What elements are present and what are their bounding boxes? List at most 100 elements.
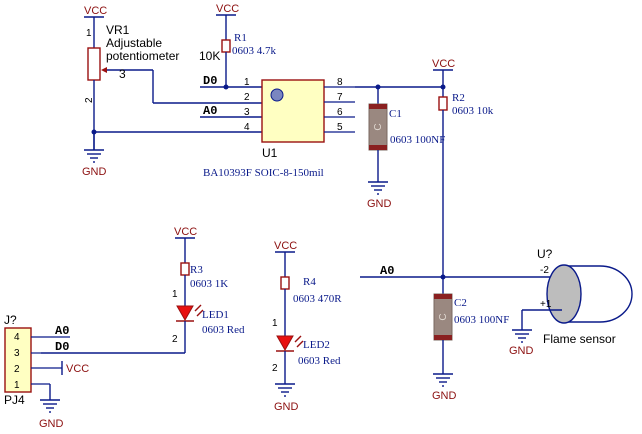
- c1-value: 0603 100NF: [390, 134, 445, 146]
- r3-value: 0603 1K: [190, 278, 228, 290]
- c1-ref: C1: [389, 108, 402, 120]
- u1-pin: 8: [337, 77, 343, 88]
- r3-led1-branch: VCC R3 0603 1K 1 2 LED1 0603 Red: [172, 226, 245, 353]
- gnd-vr1: GND: [82, 132, 107, 178]
- led1-pin2: 2: [172, 334, 178, 345]
- led1-ref: LED1: [202, 309, 229, 321]
- gnd-label: GND: [82, 166, 107, 178]
- gnd-label: GND: [432, 390, 457, 402]
- u1-pin1-marker: [270, 88, 284, 102]
- pj4-ref-bottom: PJ4: [4, 393, 25, 407]
- gnd-led2: GND: [274, 383, 299, 413]
- u1-body: [261, 79, 325, 143]
- u1-part: BA10393F SOIC-8-150mil: [203, 167, 324, 179]
- gnd-label: GND: [274, 401, 299, 413]
- junction: [440, 274, 446, 280]
- r3-body: [180, 262, 190, 276]
- u1-comparator: 1 2 3 4 8 7 6 5 U1 BA10393F SOIC-8-150mi…: [203, 77, 355, 179]
- c2-body-label: C: [438, 313, 449, 320]
- c1-capacitor: C C1 0603 100NF: [368, 87, 445, 182]
- vr1-desc-line2: potentiometer: [106, 49, 179, 63]
- gnd-label: GND: [39, 418, 64, 430]
- led2-value: 0603 Red: [298, 355, 341, 367]
- vcc-label: VCC: [174, 226, 197, 238]
- c2-capacitor: C C2 0603 100NF: [433, 293, 509, 374]
- c1-cap-end: [369, 145, 387, 150]
- u1-pin: 1: [244, 77, 250, 88]
- gnd-c2: GND: [432, 373, 457, 402]
- pj4-pin: 2: [14, 364, 20, 375]
- pj4-pin: 1: [14, 380, 20, 391]
- vr1-potentiometer: VCC 1 2 3 VR1 Adjustable potentiometer 1…: [84, 5, 262, 150]
- pj4-ref-top: J?: [4, 313, 17, 327]
- wiper-arrow: [101, 67, 107, 73]
- net-label-d0: D0: [55, 340, 69, 354]
- sensor-lens: [546, 264, 582, 324]
- c1-cap-end: [369, 104, 387, 109]
- pj4-pin: 4: [14, 332, 20, 343]
- r4-body: [280, 276, 290, 290]
- c1-body-label: C: [373, 123, 384, 130]
- r2-ref: R2: [452, 92, 465, 104]
- r2-body: [438, 96, 448, 111]
- u1-pin: 6: [337, 107, 343, 118]
- led2-ref: LED2: [303, 339, 330, 351]
- c2-cap-end: [434, 294, 452, 299]
- r1-ref: R1: [234, 32, 247, 44]
- net-label-d0: D0: [203, 74, 217, 88]
- led2-pin1: 1: [272, 318, 278, 329]
- u1-ref: U1: [262, 146, 278, 160]
- vcc-label: VCC: [84, 5, 107, 17]
- sensor-pin-bottom: +1: [540, 299, 552, 310]
- r1-body: [221, 39, 231, 53]
- r4-led2-branch: VCC R4 0603 470R 1 2 LED2 0603 Red: [272, 240, 342, 384]
- vr1-value: 10K: [199, 49, 220, 63]
- vcc-label: VCC: [66, 363, 89, 375]
- r1-value: 0603 4.7k: [232, 45, 277, 57]
- r2-value: 0603 10k: [452, 105, 494, 117]
- vcc-label: VCC: [432, 58, 455, 70]
- gnd-label: GND: [367, 198, 392, 210]
- sensor-pin-top: -2: [540, 265, 549, 276]
- led1-pin1: 1: [172, 289, 178, 300]
- net-label-a0: A0: [380, 264, 394, 278]
- r4-ref: R4: [303, 276, 316, 288]
- sensor-name: Flame sensor: [543, 332, 616, 346]
- u1-pin: 3: [244, 107, 250, 118]
- gnd-sensor: GND: [509, 329, 534, 357]
- vr1-pin1: 1: [86, 28, 92, 39]
- led1-ray: [194, 304, 202, 312]
- c2-value: 0603 100NF: [454, 314, 509, 326]
- flame-sensor: U? -2 +1 Flame sensor: [521, 247, 633, 346]
- vr1-body: [87, 47, 101, 81]
- led1-triangle: [176, 305, 194, 322]
- r1-resistor: VCC R1 0603 4.7k: [216, 3, 277, 90]
- vcc-label: VCC: [274, 240, 297, 252]
- led2-pin2: 2: [272, 363, 278, 374]
- led1-ray: [196, 309, 204, 317]
- c2-cap-end: [434, 335, 452, 340]
- gnd-c1: GND: [367, 181, 392, 210]
- vr1-pin3: 3: [119, 67, 126, 81]
- pj4-pin: 3: [14, 348, 20, 359]
- sensor-ref: U?: [537, 247, 553, 261]
- led2-triangle: [276, 335, 294, 352]
- led2-ray: [296, 340, 304, 348]
- c2-ref: C2: [454, 297, 467, 309]
- u1-pin: 2: [244, 92, 250, 103]
- r2-resistor: VCC R2 0603 10k: [432, 58, 494, 294]
- gnd-label: GND: [509, 345, 534, 357]
- vr1-pin2: 2: [84, 97, 95, 103]
- u1-pin: 5: [337, 122, 343, 133]
- pj4-header: 4 3 2 1 VCC A0 D0 J? PJ4: [4, 313, 89, 407]
- net-label-a0: A0: [203, 104, 217, 118]
- led2-ray: [294, 335, 302, 343]
- r3-ref: R3: [190, 264, 203, 276]
- net-label-a0: A0: [55, 324, 69, 338]
- pj4-body: [4, 327, 32, 393]
- u1-pin: 7: [337, 92, 343, 103]
- gnd-pj4: GND: [39, 384, 64, 430]
- led1-value: 0603 Red: [202, 324, 245, 336]
- vr1-ref: VR1: [106, 23, 130, 37]
